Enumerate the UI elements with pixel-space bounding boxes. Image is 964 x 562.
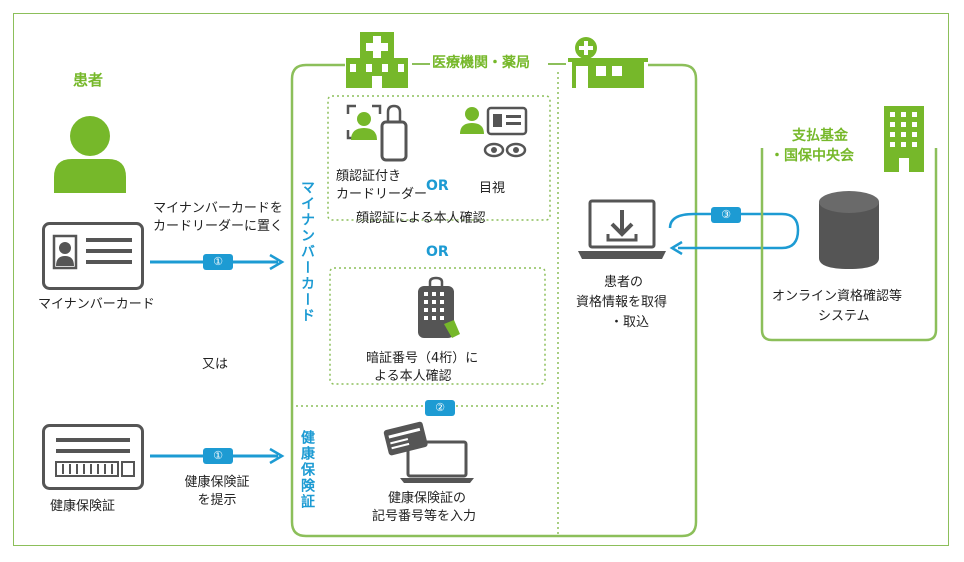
step-badge-2: ② bbox=[425, 400, 455, 416]
pharmacy-building-icon bbox=[568, 37, 648, 88]
card-action-line2: カードリーダーに置く bbox=[152, 219, 283, 234]
id-card-icon bbox=[42, 222, 144, 290]
manual-line1: 健康保険証の bbox=[388, 491, 467, 506]
mynumber-card-label: マイナンバーカード bbox=[38, 297, 155, 312]
person-icon bbox=[54, 116, 126, 193]
face-or-label: OR bbox=[426, 178, 449, 194]
visual-check-label: 目視 bbox=[479, 181, 506, 196]
insurance-card-label: 健康保険証 bbox=[50, 499, 116, 514]
pin-line1: 暗証番号（4桁）に bbox=[366, 351, 479, 366]
fund-title-line2: ・国保中央会 bbox=[770, 148, 854, 164]
or-text: 又は bbox=[202, 357, 229, 372]
step-badge-1b: ① bbox=[203, 448, 233, 464]
acquire-line2: 資格情報を取得 bbox=[576, 295, 668, 310]
step-badge-3: ③ bbox=[711, 207, 741, 223]
manual-line2: 記号番号等を入力 bbox=[372, 509, 477, 524]
laptop-download-icon bbox=[578, 199, 666, 259]
insurance-action-line1: 健康保険証 bbox=[184, 475, 250, 490]
acquire-line1: 患者の bbox=[604, 275, 644, 290]
insurance-card-icon bbox=[42, 424, 144, 490]
pin-line2: よる本人確認 bbox=[374, 369, 452, 384]
outer-frame bbox=[13, 13, 949, 546]
face-reader-line2: カードリーダー bbox=[336, 187, 428, 202]
pin-pad-icon bbox=[418, 276, 460, 338]
insurance-action-line2: を提示 bbox=[197, 493, 237, 508]
system-line1: オンライン資格確認等 bbox=[772, 289, 903, 304]
visual-check-icon bbox=[460, 106, 528, 158]
acquire-line3: ・取込 bbox=[610, 315, 650, 330]
fund-title-line1: 支払基金 bbox=[792, 128, 848, 144]
or-mid-label: OR bbox=[426, 244, 449, 260]
facility-title: 医療機関・薬局 bbox=[432, 55, 530, 71]
database-icon bbox=[819, 191, 879, 269]
card-laptop-icon bbox=[383, 421, 474, 483]
mynumber-vertical-label: マイナンバーカード bbox=[299, 180, 315, 324]
face-reader-line1: 顔認証付き bbox=[336, 169, 402, 184]
office-building-icon bbox=[884, 106, 924, 172]
step-badge-1a: ① bbox=[203, 254, 233, 270]
insurance-vertical-label: 健康保険証 bbox=[299, 430, 315, 510]
patient-title: 患者 bbox=[73, 71, 104, 89]
face-confirm-label: 顔認証による本人確認 bbox=[356, 211, 486, 226]
card-action-line1: マイナンバーカードを bbox=[153, 201, 283, 216]
hospital-building-icon bbox=[346, 32, 408, 88]
face-recognition-reader-icon bbox=[346, 104, 408, 162]
system-line2: システム bbox=[818, 309, 870, 324]
exchange-loop-arrow bbox=[668, 212, 800, 256]
